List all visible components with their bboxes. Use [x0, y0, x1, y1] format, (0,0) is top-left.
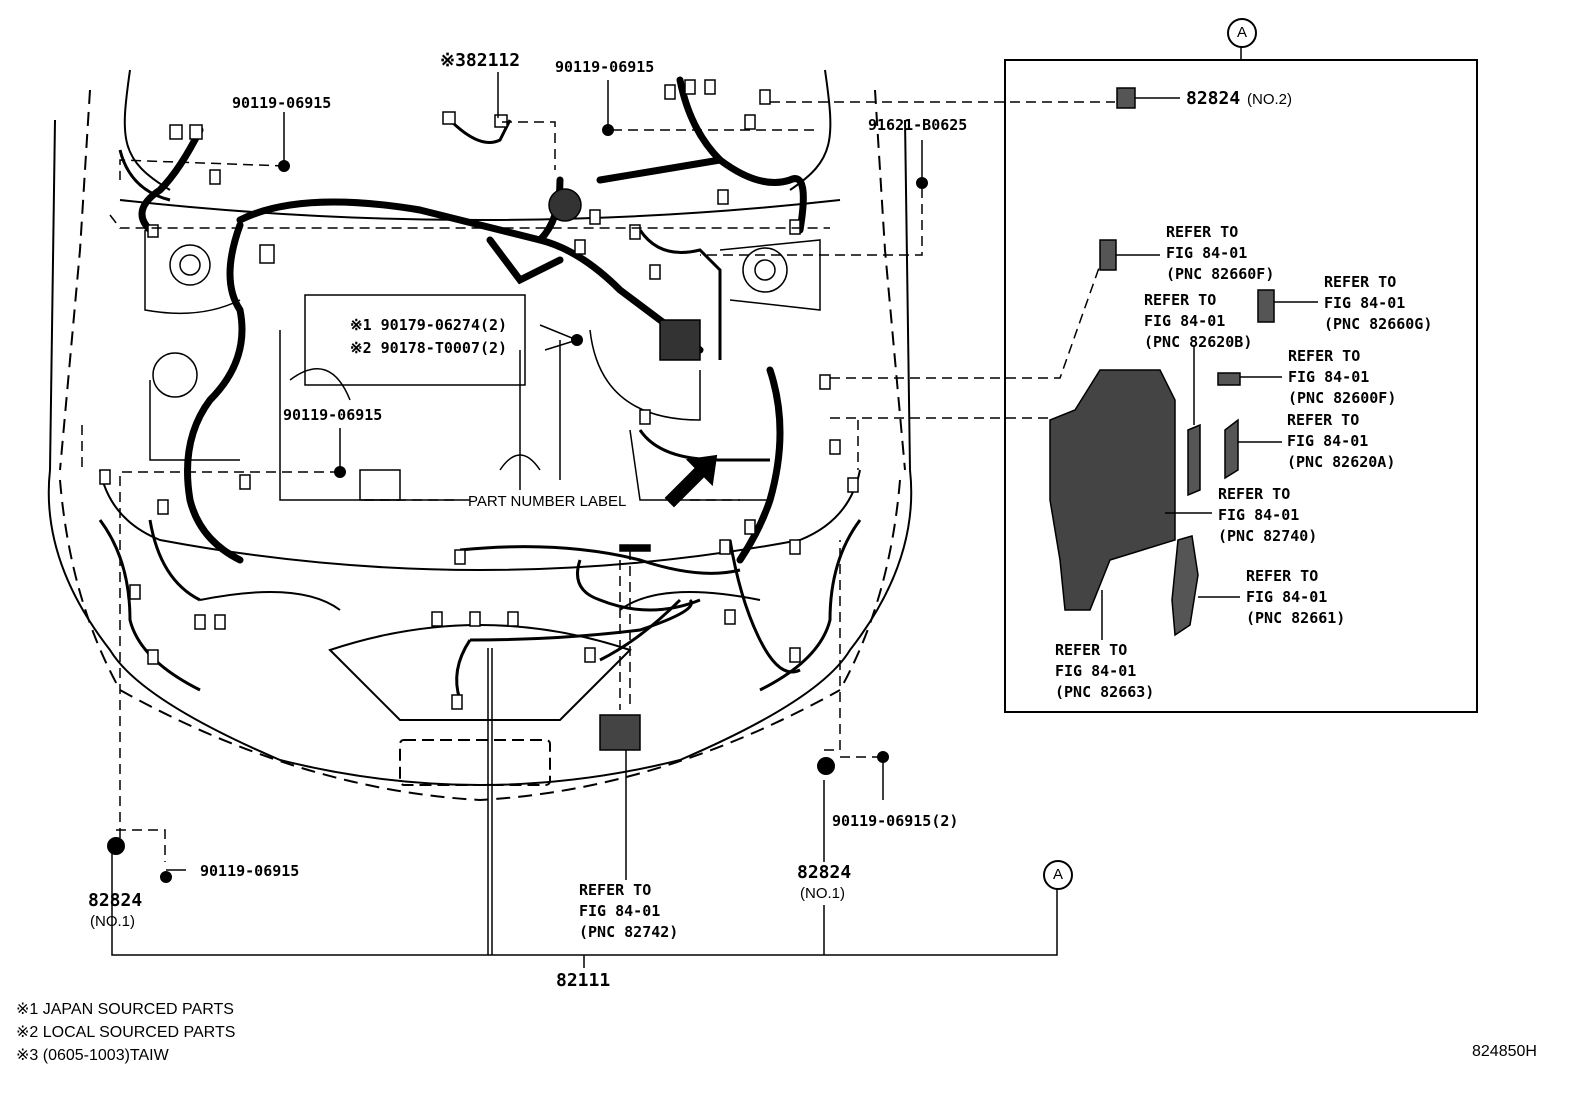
- refer-line: (PNC 82620A): [1287, 453, 1396, 471]
- refer-line: FIG 84-01: [579, 902, 661, 920]
- connectors: [99, 79, 859, 710]
- refer-line: FIG 84-01: [1288, 368, 1370, 386]
- refer-line: REFER TO: [1246, 567, 1319, 585]
- part-82824-no2-suffix: (NO.2): [1247, 91, 1292, 108]
- refer-line: FIG 84-01: [1055, 662, 1137, 680]
- part-82824-right-suffix: (NO.1): [800, 885, 845, 902]
- refer-line: REFER TO: [1288, 347, 1361, 365]
- detail-frame: [1004, 59, 1478, 713]
- part-90119-06915-label-mid: 90119-06915: [283, 406, 383, 424]
- components: [548, 87, 1275, 751]
- part-82112-label: ※382112: [440, 50, 521, 71]
- refer-line: FIG 84-01: [1246, 588, 1328, 606]
- footnote-local-sourced: ※2 LOCAL SOURCED PARTS: [16, 1024, 236, 1041]
- refer-line: FIG 84-01: [1166, 244, 1248, 262]
- refer-line: REFER TO: [1055, 641, 1128, 659]
- part-number-label-text: PART NUMBER LABEL: [468, 493, 627, 510]
- diagram-code: 824850H: [1472, 1043, 1537, 1060]
- arrow-icon: [664, 454, 718, 508]
- refer-line: REFER TO: [1287, 411, 1360, 429]
- refer-line: (PNC 82740): [1218, 527, 1318, 545]
- refer-to-82620a: REFER TO FIG 84-01 (PNC 82620A): [1287, 410, 1395, 473]
- refer-line: FIG 84-01: [1144, 312, 1226, 330]
- part-82824-no2-label: 82824: [1186, 88, 1241, 109]
- part-82824-left-label: 82824: [88, 890, 143, 911]
- refer-to-82661: REFER TO FIG 84-01 (PNC 82661): [1246, 566, 1345, 629]
- refer-to-82663: REFER TO FIG 84-01 (PNC 82663): [1055, 640, 1154, 703]
- refer-line: (PNC 82742): [579, 923, 679, 941]
- refer-line: (PNC 82660G): [1324, 315, 1433, 333]
- refer-line: (PNC 82660F): [1166, 265, 1275, 283]
- refer-to-82740: REFER TO FIG 84-01 (PNC 82740): [1218, 484, 1317, 547]
- footnote-japan-sourced: ※1 JAPAN SOURCED PARTS: [16, 1001, 234, 1018]
- refer-line: (PNC 82620B): [1144, 333, 1253, 351]
- part-90119-06915-label-left: 90119-06915: [232, 94, 332, 112]
- part-82824-left-suffix: (NO.1): [90, 913, 135, 930]
- refer-line: REFER TO: [1218, 485, 1291, 503]
- part-90119-06915-label-top: 90119-06915: [555, 58, 655, 76]
- refer-line: (PNC 82600F): [1288, 389, 1397, 407]
- refer-line: REFER TO: [579, 881, 652, 899]
- part-90119-06915-label-bottom-right: 90119-06915(2): [832, 812, 959, 830]
- refer-line: (PNC 82661): [1246, 609, 1346, 627]
- refer-to-82660g: REFER TO FIG 84-01 (PNC 82660G): [1324, 272, 1432, 335]
- refer-to-82600f: REFER TO FIG 84-01 (PNC 82600F): [1288, 346, 1396, 409]
- part-82111-label: 82111: [556, 970, 611, 991]
- refer-to-82742: REFER TO FIG 84-01 (PNC 82742): [579, 880, 678, 943]
- leader-lines: [111, 72, 1318, 968]
- refer-line: REFER TO: [1166, 223, 1239, 241]
- part-91621-label: 91621-B0625: [868, 116, 968, 134]
- wire-thin: [98, 118, 862, 701]
- refer-line: FIG 84-01: [1218, 506, 1300, 524]
- part-90178-label: ※2 90178-T0007(2): [350, 339, 508, 357]
- refer-line: FIG 84-01: [1287, 432, 1369, 450]
- footnote-taiw: ※3 (0605-1003)TAIW: [16, 1047, 169, 1064]
- part-90179-label: ※1 90179-06274(2): [350, 316, 508, 334]
- refer-line: FIG 84-01: [1324, 294, 1406, 312]
- refer-to-82620b: REFER TO FIG 84-01 (PNC 82620B): [1144, 290, 1252, 353]
- refer-line: REFER TO: [1324, 273, 1397, 291]
- refer-line: REFER TO: [1144, 291, 1217, 309]
- refer-line: (PNC 82663): [1055, 683, 1155, 701]
- part-90119-06915-label-bottom-left: 90119-06915: [200, 862, 300, 880]
- dashed-leaders: [81, 101, 1115, 862]
- part-82824-right-label: 82824: [797, 862, 852, 883]
- reference-marker-a-top: A: [1227, 18, 1257, 48]
- reference-marker-a-bottom: A: [1043, 860, 1073, 890]
- refer-to-82660f: REFER TO FIG 84-01 (PNC 82660F): [1166, 222, 1274, 285]
